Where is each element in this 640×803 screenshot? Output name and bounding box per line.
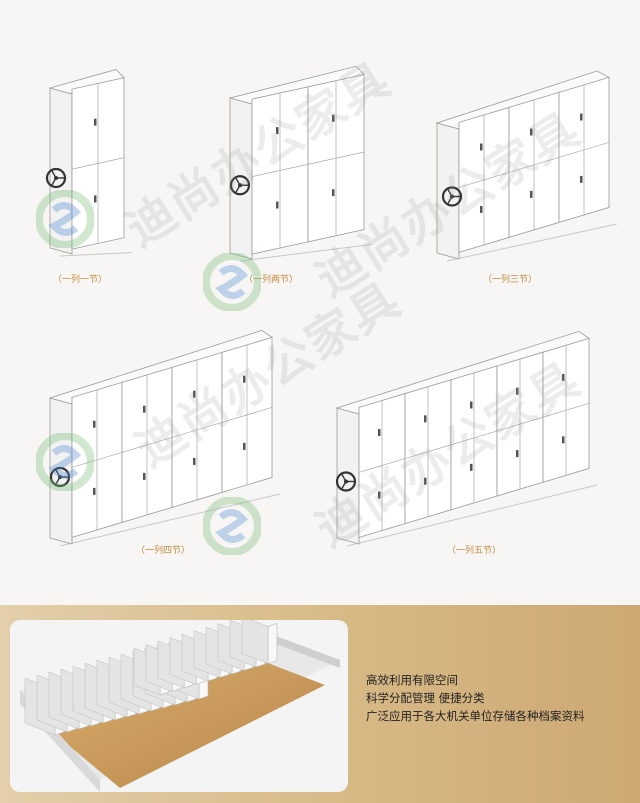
caption-1-section: （一列一节）	[52, 275, 108, 285]
cabinet-illustrations	[45, 65, 618, 547]
hand-wheel-icon	[45, 167, 67, 189]
feature-item: 高效利用有限空间	[366, 673, 458, 687]
hand-wheel-icon	[229, 175, 251, 196]
feature-list: 高效利用有限空间 科学分配管理 便捷分类 广泛应用于各大机关单位存储各种档案资料	[366, 671, 630, 725]
cabinet-five-sections	[335, 330, 598, 547]
feature-banner: 高效利用有限空间 科学分配管理 便捷分类 广泛应用于各大机关单位存储各种档案资料	[0, 605, 640, 803]
brand-logo-icon	[203, 253, 261, 311]
cabinet-three-sections	[435, 70, 618, 262]
caption-2-section: （一列两节）	[243, 275, 299, 285]
cabinet-two-sections	[228, 65, 373, 262]
product-configurations-section: （一列一节） （一列两节） （一列三节） （一列四节） （一列五节） 迪尚办公家…	[0, 0, 640, 605]
caption-5-section: （一列五节）	[446, 546, 502, 556]
brand-logo-icon	[36, 190, 94, 248]
hand-wheel-icon	[49, 466, 71, 488]
feature-item: 广泛应用于各大机关单位存储各种档案资料	[366, 709, 585, 723]
hand-wheel-icon	[441, 186, 463, 207]
archive-room-illustration	[20, 620, 340, 792]
cabinet-four-sections	[48, 329, 281, 547]
caption-4-section: （一列四节）	[135, 546, 191, 556]
brand-logo-icon	[203, 497, 261, 555]
feature-item: 科学分配管理 便捷分类	[366, 691, 485, 705]
brand-logo-icon	[36, 433, 94, 491]
caption-3-section: （一列三节）	[482, 275, 538, 285]
hand-wheel-icon	[335, 471, 357, 492]
archive-room-photo	[10, 620, 348, 792]
cabinet-one-section	[45, 69, 133, 257]
